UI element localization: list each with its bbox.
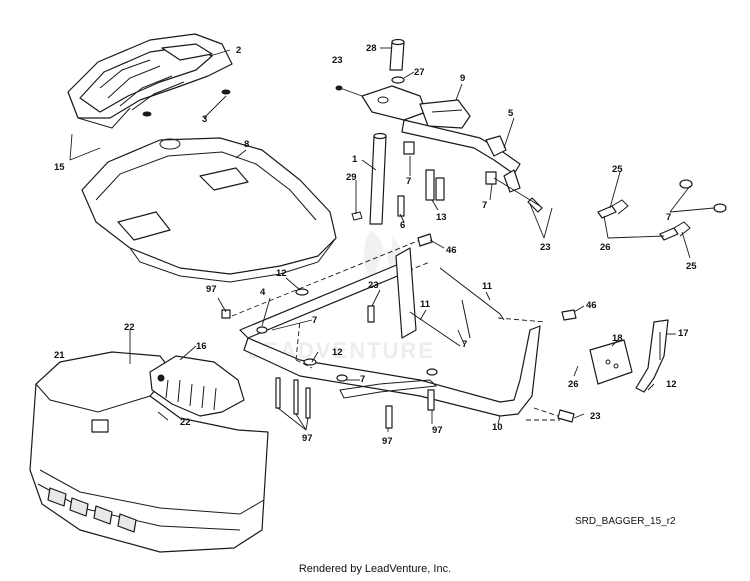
callout-13: 13: [436, 212, 447, 223]
part-21-bag: [29, 351, 269, 553]
callout-10: 10: [492, 422, 503, 433]
callout-7-right: 7: [666, 212, 671, 223]
part-1-tube: [369, 132, 387, 225]
callout-3: 3: [202, 114, 207, 125]
callout-2: 2: [236, 45, 241, 56]
callout-11-left: 11: [420, 299, 431, 310]
callout-5: 5: [508, 108, 514, 119]
callout-8: 8: [244, 139, 249, 150]
callout-97-bottom-left: 97: [302, 433, 313, 444]
callout-23-bottom: 23: [590, 411, 601, 422]
callout-labels: 2 3 15 8 28 27 23 9 5 1 29 7 6 13 7 23 2…: [54, 43, 697, 447]
callout-15: 15: [54, 162, 65, 173]
part-28-pin: [389, 38, 405, 71]
callout-26-right: 26: [568, 379, 579, 390]
rendered-by-credit: Rendered by LeadVenture, Inc.: [298, 563, 452, 575]
callout-21: 21: [54, 350, 65, 361]
callout-12-mid: 12: [332, 347, 343, 358]
callout-22-bottom: 22: [180, 417, 191, 428]
callout-12-top: 12: [276, 268, 287, 279]
callout-6: 6: [400, 220, 405, 231]
callout-12-right: 12: [666, 379, 677, 390]
callout-7-lower: 7: [360, 374, 365, 385]
callout-23-mid: 23: [368, 280, 379, 291]
hardware-upper: [351, 141, 543, 221]
callout-29: 29: [346, 172, 357, 183]
callout-97-left: 97: [206, 284, 217, 295]
callout-23-right: 23: [540, 242, 551, 253]
callout-26-top: 26: [600, 242, 611, 253]
callout-97-bottom-mid: 97: [382, 436, 393, 447]
callout-97-bottom-right: 97: [432, 425, 443, 436]
hardware-right: [597, 179, 727, 241]
upper-bracket-assembly: [335, 85, 521, 193]
part-8-hood-body: [81, 137, 337, 283]
part-2-hood-top: [67, 33, 233, 129]
callout-16: 16: [196, 341, 207, 352]
callout-25-bottom: 25: [686, 261, 697, 272]
part-27-washer: [391, 76, 405, 84]
callout-7-upper: 7: [406, 176, 411, 187]
callout-9: 9: [460, 73, 465, 84]
part-17-bracket: [635, 319, 669, 393]
callout-4: 4: [260, 287, 266, 298]
part-16-bag-plate: [149, 355, 245, 417]
drawing-code: SRD_BAGGER_15_r2: [575, 516, 676, 527]
callout-7-lower-right: 7: [462, 339, 467, 350]
callout-7-frame: 7: [312, 315, 317, 326]
lower-frame-rods: [231, 239, 565, 421]
part-18-plate: [589, 339, 633, 385]
callout-22-top: 22: [124, 322, 135, 333]
callout-46-top: 46: [446, 245, 457, 256]
callout-27: 27: [414, 67, 425, 78]
leader-lines: [69, 47, 715, 432]
bolts-lower: [221, 233, 577, 429]
callout-18: 18: [612, 333, 623, 344]
callout-1: 1: [352, 154, 358, 165]
callout-11-right: 11: [482, 281, 493, 292]
callout-23-top: 23: [332, 55, 343, 66]
callout-7-mid: 7: [482, 200, 487, 211]
callout-17: 17: [678, 328, 689, 339]
callout-28: 28: [366, 43, 377, 54]
callout-46-right: 46: [586, 300, 597, 311]
callout-25-top: 25: [612, 164, 623, 175]
